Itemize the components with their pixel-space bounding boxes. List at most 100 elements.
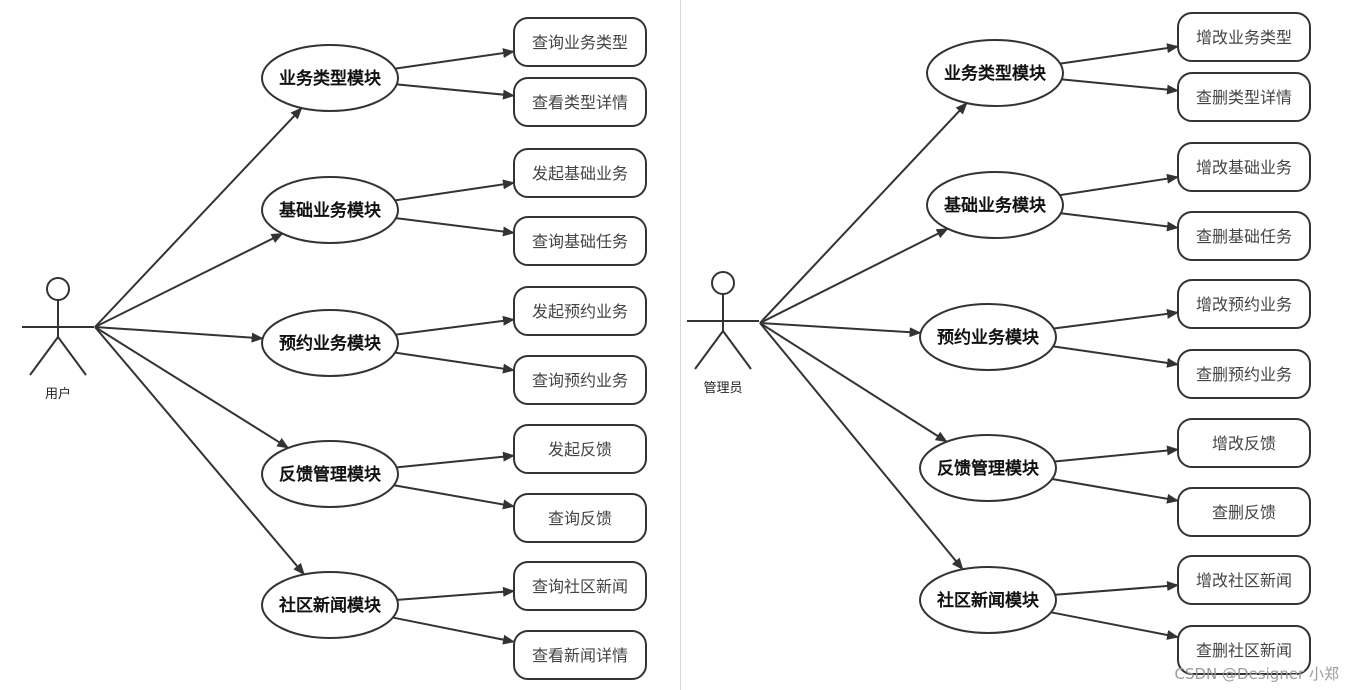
actor-to-module-arrow bbox=[759, 227, 949, 324]
function-label: 增改业务类型 bbox=[1196, 28, 1292, 47]
actor-to-module-arrow bbox=[94, 326, 290, 449]
function-label: 查询预约业务 bbox=[532, 371, 628, 390]
module-ellipse bbox=[919, 303, 1057, 371]
module-to-function-arrow bbox=[1054, 445, 1179, 463]
function-label: 查删预约业务 bbox=[1196, 365, 1292, 384]
function-box bbox=[513, 148, 647, 198]
actor-to-module-arrow bbox=[759, 102, 968, 324]
actor-label: 管理员 bbox=[703, 381, 742, 396]
actor-left-leg bbox=[694, 330, 724, 370]
function-label: 发起反馈 bbox=[548, 440, 612, 459]
actor-figure bbox=[22, 277, 94, 376]
module-label: 反馈管理模块 bbox=[279, 464, 382, 485]
module-label: 业务类型模块 bbox=[279, 68, 382, 89]
module-to-function-arrow bbox=[394, 179, 515, 202]
function-box bbox=[1177, 211, 1311, 261]
module-to-function-arrow bbox=[393, 484, 515, 510]
module-ellipse bbox=[261, 44, 399, 112]
module-ellipse bbox=[926, 171, 1064, 239]
function-box bbox=[513, 424, 647, 474]
function-label: 增改反馈 bbox=[1212, 434, 1276, 453]
module-label: 基础业务模块 bbox=[278, 200, 382, 221]
module-label: 基础业务模块 bbox=[943, 195, 1047, 216]
actor-to-module-arrow bbox=[94, 107, 303, 328]
module-ellipse bbox=[261, 176, 399, 244]
module-label: 业务类型模块 bbox=[944, 63, 1047, 84]
function-label: 查删反馈 bbox=[1212, 503, 1276, 522]
module-to-function-arrow bbox=[1059, 173, 1179, 197]
module-to-function-arrow bbox=[1050, 611, 1179, 640]
module-ellipse bbox=[261, 571, 399, 639]
function-label: 发起预约业务 bbox=[532, 302, 628, 321]
function-label: 发起基础业务 bbox=[532, 164, 628, 183]
function-box bbox=[513, 355, 647, 405]
function-box bbox=[513, 17, 647, 67]
function-label: 增改社区新闻 bbox=[1196, 571, 1292, 590]
module-to-function-arrow bbox=[395, 48, 515, 70]
actor-to-module-arrow bbox=[94, 326, 264, 343]
module-label: 反馈管理模块 bbox=[937, 458, 1040, 479]
actor-label: 用户 bbox=[45, 386, 71, 402]
actor-to-module-arrow bbox=[94, 232, 284, 328]
function-label: 查询业务类型 bbox=[532, 33, 628, 52]
actor-right-leg bbox=[57, 336, 87, 376]
actor-right-leg bbox=[722, 330, 752, 370]
function-box bbox=[513, 493, 647, 543]
function-box bbox=[1177, 487, 1311, 537]
module-ellipse bbox=[919, 566, 1057, 634]
module-to-function-arrow bbox=[1061, 78, 1179, 95]
actor-left-leg bbox=[29, 336, 59, 376]
function-box bbox=[1177, 72, 1311, 122]
module-to-function-arrow bbox=[1060, 212, 1179, 232]
function-label: 查询基础任务 bbox=[532, 232, 628, 251]
module-to-function-arrow bbox=[392, 616, 515, 645]
function-label: 查看新闻详情 bbox=[532, 646, 628, 665]
actor-to-module-arrow bbox=[759, 322, 922, 338]
actor-head bbox=[711, 271, 735, 295]
function-box bbox=[1177, 625, 1311, 675]
module-ellipse bbox=[261, 309, 399, 377]
module-ellipse bbox=[926, 39, 1064, 107]
module-to-function-arrow bbox=[396, 451, 515, 469]
function-box bbox=[513, 286, 647, 336]
actor-to-module-arrow bbox=[759, 322, 964, 571]
module-label: 社区新闻模块 bbox=[278, 595, 382, 616]
function-label: 查询反馈 bbox=[548, 509, 612, 528]
function-box bbox=[1177, 418, 1311, 468]
function-box bbox=[1177, 349, 1311, 399]
function-label: 增改基础业务 bbox=[1196, 158, 1292, 177]
function-box bbox=[513, 77, 647, 127]
module-to-function-arrow bbox=[397, 586, 515, 601]
function-box bbox=[1177, 142, 1311, 192]
watermark: CSDN @Designer 小郑 bbox=[1174, 665, 1340, 683]
function-box bbox=[1177, 555, 1311, 605]
module-to-function-arrow bbox=[396, 83, 515, 100]
module-to-function-arrow bbox=[1055, 581, 1179, 596]
panel-divider bbox=[680, 0, 681, 690]
module-to-function-arrow bbox=[1051, 478, 1179, 504]
module-label: 预约业务模块 bbox=[937, 327, 1040, 348]
function-box bbox=[1177, 279, 1311, 329]
module-to-function-arrow bbox=[1060, 43, 1179, 65]
function-label: 增改预约业务 bbox=[1196, 295, 1292, 314]
function-label: 查删基础任务 bbox=[1196, 227, 1292, 246]
function-box bbox=[1177, 12, 1311, 62]
function-box bbox=[513, 630, 647, 680]
function-box bbox=[513, 561, 647, 611]
function-label: 查看类型详情 bbox=[532, 93, 628, 112]
function-label: 查删社区新闻 bbox=[1196, 641, 1292, 660]
module-ellipse bbox=[919, 434, 1057, 502]
module-label: 社区新闻模块 bbox=[936, 590, 1040, 611]
module-to-function-arrow bbox=[395, 217, 515, 237]
function-box bbox=[513, 216, 647, 266]
actor-figure bbox=[687, 271, 759, 370]
module-to-function-arrow bbox=[1053, 345, 1179, 368]
function-label: 查删类型详情 bbox=[1196, 88, 1292, 107]
module-label: 预约业务模块 bbox=[279, 333, 382, 354]
actor-to-module-arrow bbox=[94, 326, 305, 576]
actor-to-module-arrow bbox=[759, 322, 948, 443]
actor-head bbox=[46, 277, 70, 301]
